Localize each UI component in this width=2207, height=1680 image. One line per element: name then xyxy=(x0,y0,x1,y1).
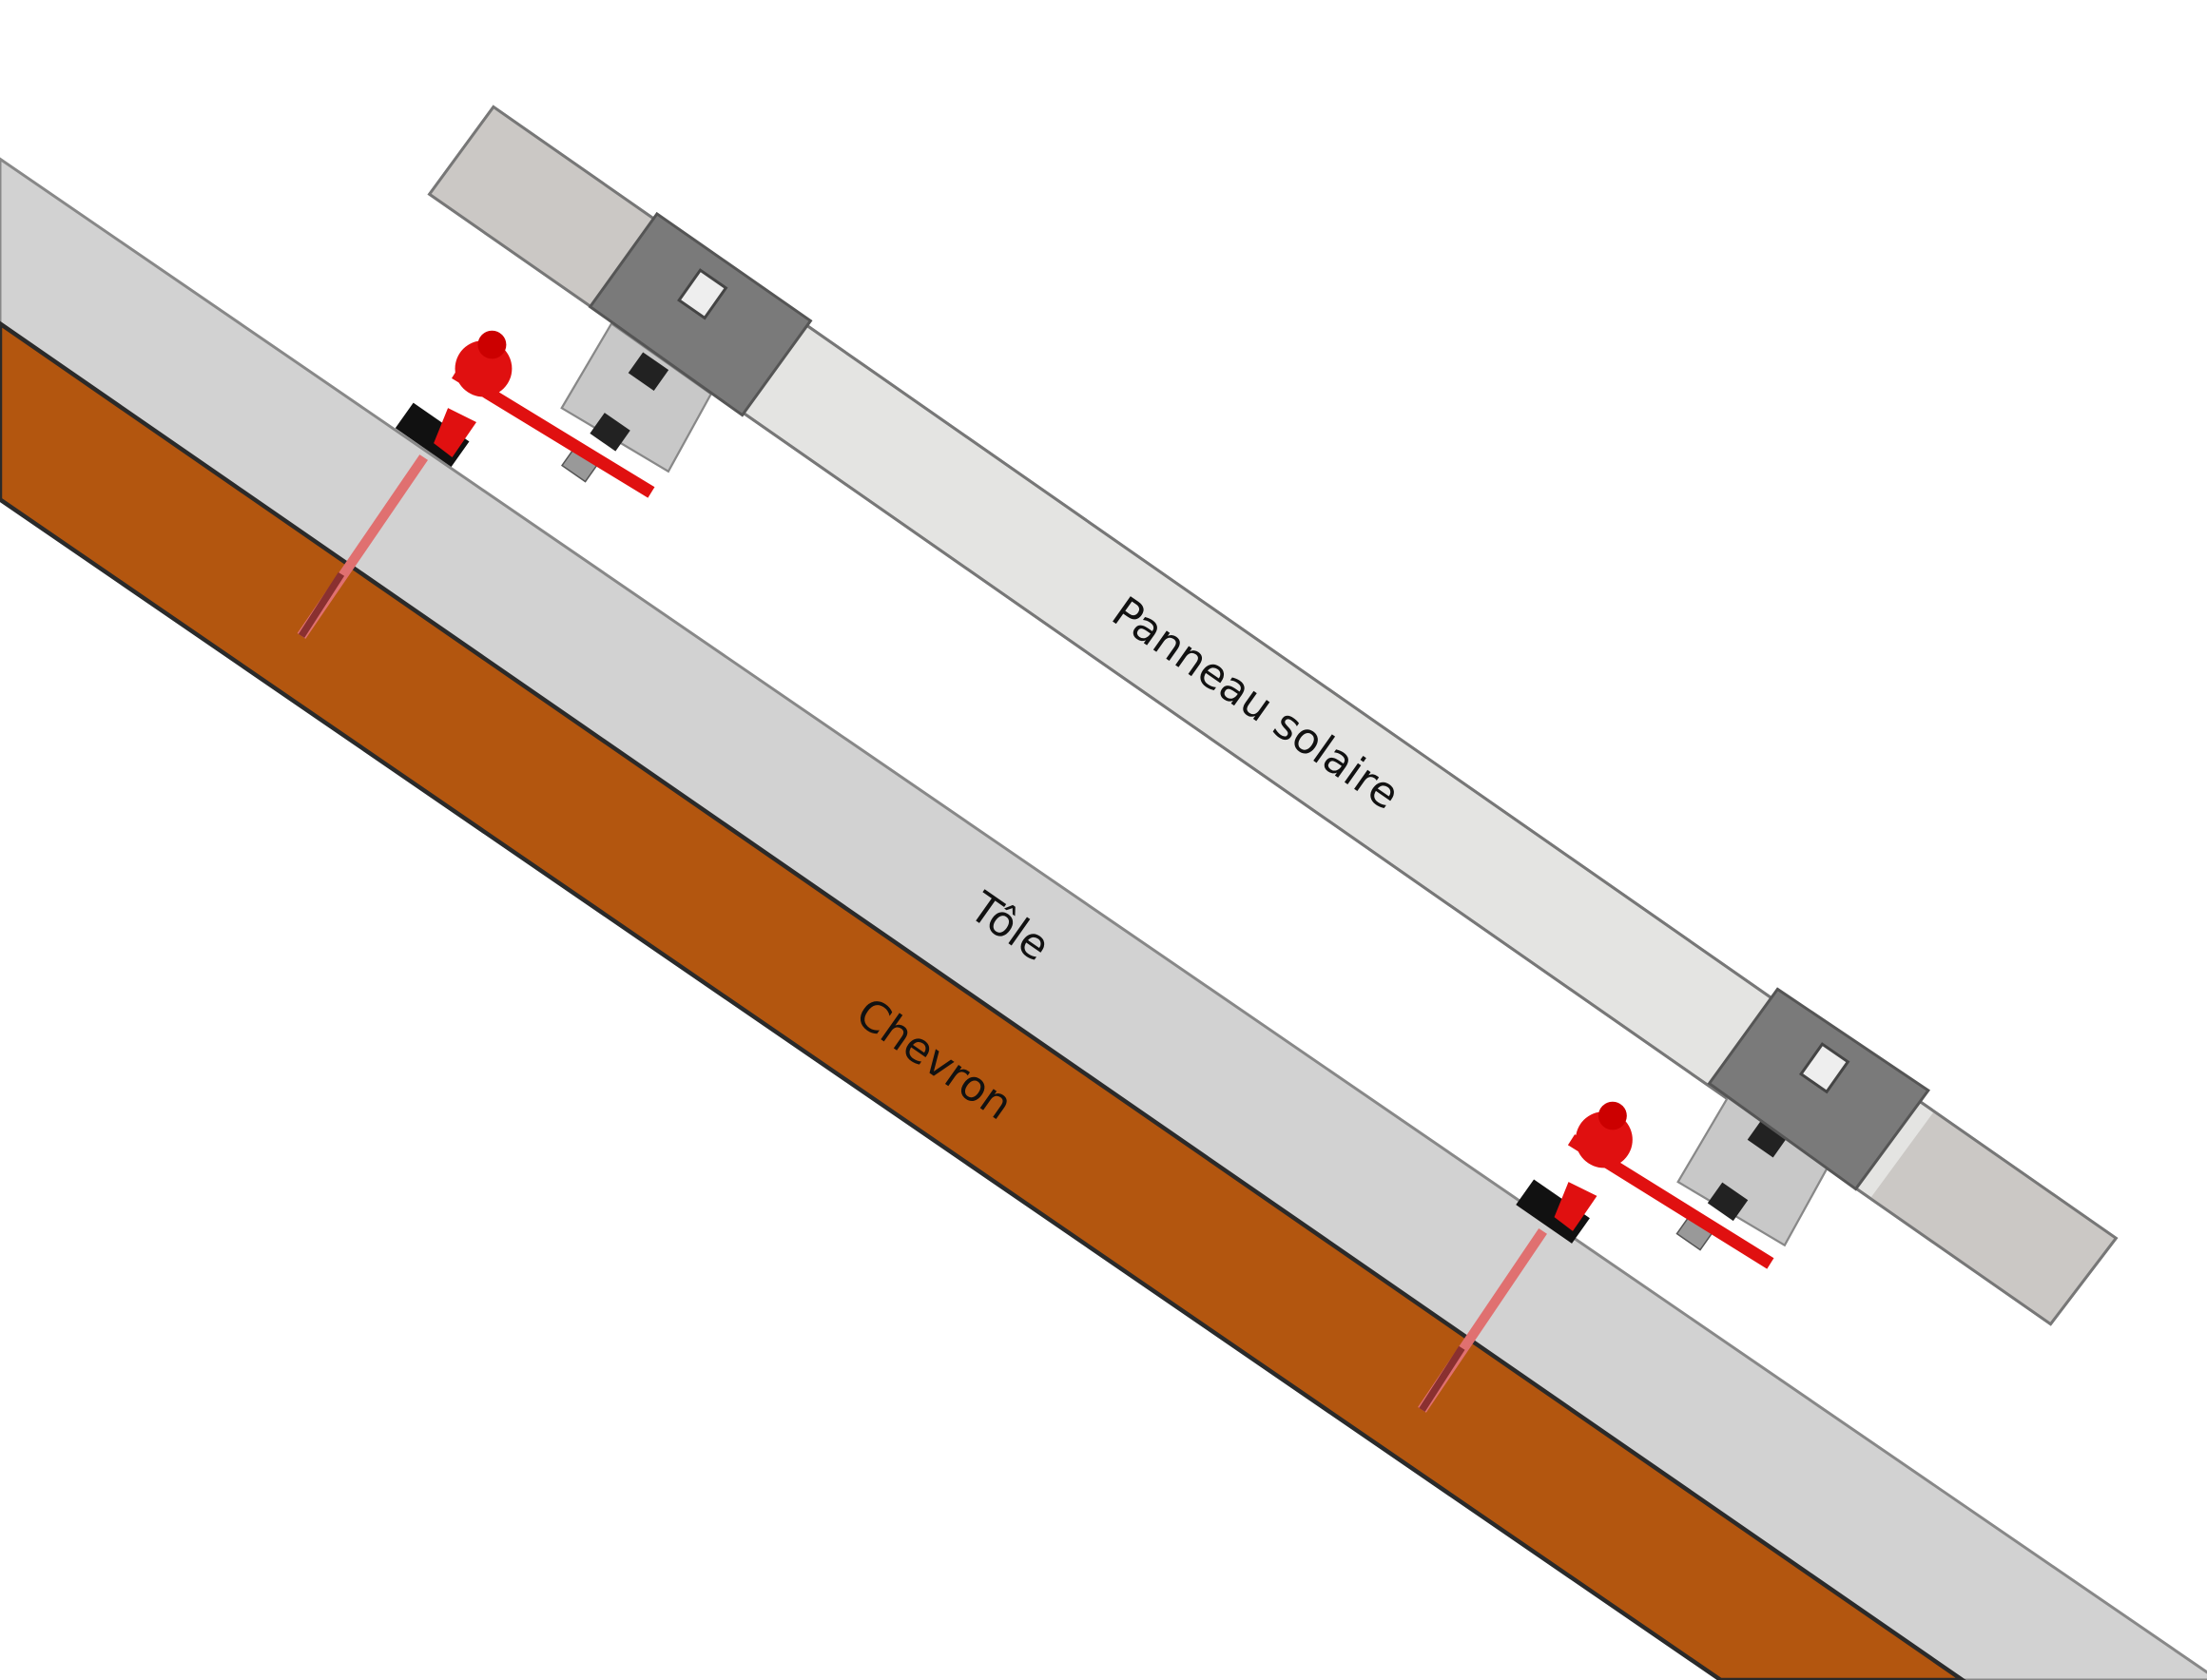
mount-bracket-1 xyxy=(297,211,813,639)
sheet-metal-tole xyxy=(0,157,2207,1680)
panel-label: Panneau solaire xyxy=(1103,588,1408,820)
solar-panel xyxy=(427,105,2119,1326)
mount-bracket-2 xyxy=(1418,987,1931,1413)
